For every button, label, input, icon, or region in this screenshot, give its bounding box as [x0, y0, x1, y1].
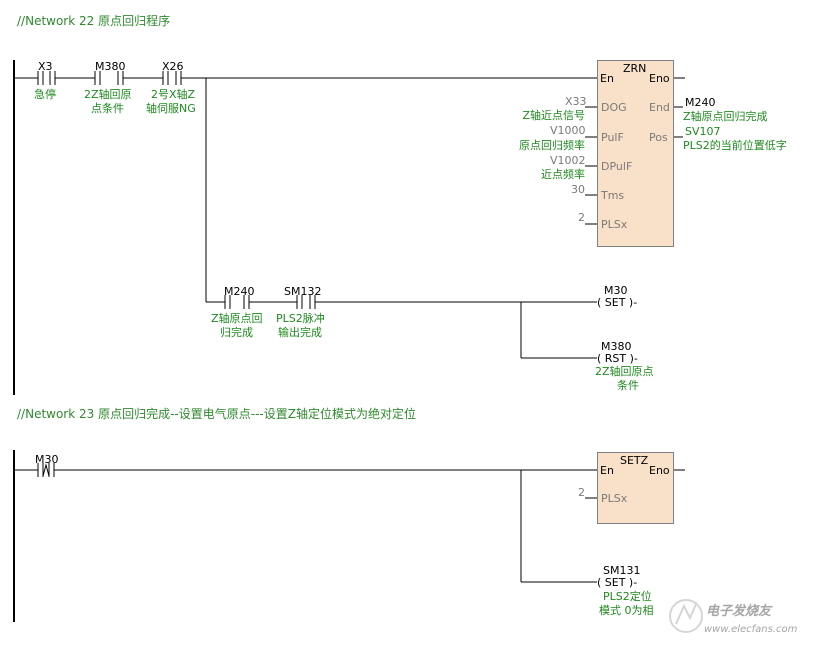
zrn-dpulf-value: V1002 — [550, 154, 586, 167]
contact-sm132-address: SM132 — [284, 285, 322, 298]
zrn-block-title: ZRN — [623, 62, 647, 75]
zrn-dog-pin: DOG — [601, 101, 627, 114]
contact-x3-comment: 急停 — [34, 88, 56, 101]
contact-m380-address: M380 — [95, 60, 126, 73]
contact-m380-comment-line2: 点条件 — [91, 102, 124, 115]
setz-plsx-pin: PLSx — [601, 492, 628, 505]
zrn-dpulf-comment: 近点频率 — [541, 168, 585, 181]
zrn-en-pin: En — [600, 72, 614, 85]
contact-x26-address: X26 — [162, 60, 184, 73]
watermark-title: 电子发烧友 — [706, 604, 772, 619]
coil-sm131-comment-line1: PLS2定位 — [603, 590, 652, 603]
contact-sm132-comment-line2: 输出完成 — [278, 326, 322, 339]
contact-m380-comment-line1: 2Z轴回原 — [84, 88, 132, 101]
contact-x26-comment-line1: 2号X轴Z — [151, 88, 196, 101]
zrn-dog-comment: Z轴近点信号 — [522, 109, 585, 122]
zrn-eno-pin: Eno — [649, 72, 670, 85]
coil-m380-comment-line1: 2Z轴回原点 — [595, 365, 654, 378]
watermark-logo-icon — [669, 599, 703, 633]
zrn-pulf-comment: 原点回归频率 — [519, 139, 585, 152]
setz-plsx-value: 2 — [578, 486, 585, 499]
contact-m240-address: M240 — [224, 285, 255, 298]
zrn-dpulf-pin: DPulF — [601, 160, 633, 173]
setz-block-title: SETZ — [620, 454, 649, 467]
zrn-pos-comment: PLS2的当前位置低字 — [683, 139, 787, 152]
coil-sm131-instruction: ( SET )- — [597, 576, 638, 589]
contact-m30-address: M30 — [35, 453, 59, 466]
zrn-plsx-value: 2 — [578, 211, 585, 224]
network-22-title: //Network 22 原点回归程序 — [17, 14, 171, 28]
setz-eno-pin: Eno — [649, 464, 670, 477]
zrn-end-pin: End — [649, 101, 670, 114]
coil-m380-instruction: ( RST )- — [597, 352, 638, 365]
zrn-pulf-value: V1000 — [550, 124, 586, 137]
coil-sm131-address: SM131 — [603, 564, 641, 577]
watermark-url: www.elecfans.com — [704, 624, 798, 635]
zrn-pulf-pin: PulF — [601, 131, 624, 144]
contact-x3-address: X3 — [38, 60, 53, 73]
zrn-pos-pin: Pos — [649, 131, 668, 144]
coil-m30-address: M30 — [604, 284, 628, 297]
coil-m380-address: M380 — [601, 340, 632, 353]
zrn-tms-pin: Tms — [601, 189, 625, 202]
coil-m380-comment-line2: 条件 — [617, 379, 639, 392]
contact-m240-comment-line2: 归完成 — [220, 326, 253, 339]
setz-en-pin: En — [600, 464, 614, 477]
setz-function-block — [597, 452, 674, 524]
zrn-end-value: M240 — [685, 96, 716, 109]
zrn-function-block — [597, 60, 674, 247]
zrn-tms-value: 30 — [571, 183, 585, 196]
contact-x26-comment-line2: 轴伺服NG — [146, 102, 196, 115]
contact-m240-comment-line1: Z轴原点回 — [211, 312, 263, 325]
zrn-plsx-pin: PLSx — [601, 218, 628, 231]
contact-sm132-comment-line1: PLS2脉冲 — [276, 312, 325, 325]
coil-sm131-comment-line2: 模式 0为相 — [599, 604, 654, 617]
zrn-end-comment: Z轴原点回归完成 — [683, 110, 768, 123]
zrn-pos-value: SV107 — [685, 125, 721, 138]
zrn-dog-value: X33 — [565, 95, 587, 108]
coil-m30-instruction: ( SET )- — [597, 296, 638, 309]
network-23-title: //Network 23 原点回归完成--设置电气原点---设置Z轴定位模式为绝… — [17, 407, 416, 421]
